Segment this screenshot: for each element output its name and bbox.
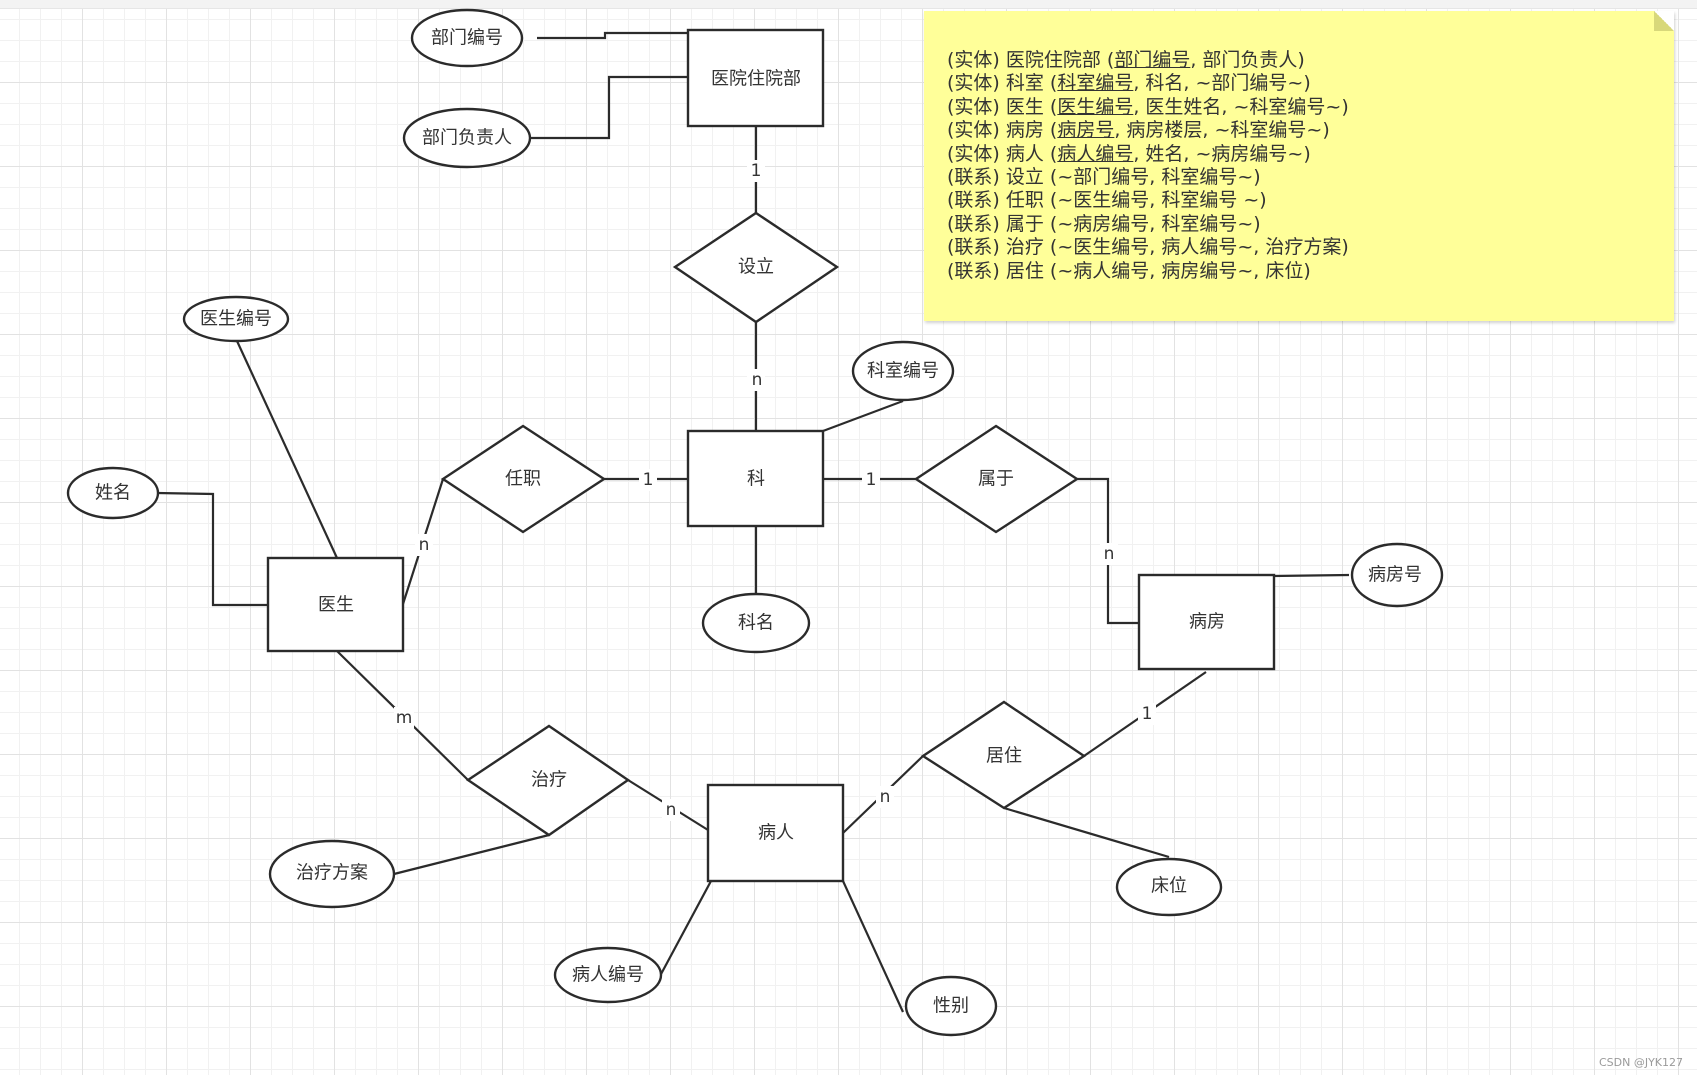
line-reside-bed: [1003, 806, 1170, 859]
note-line: (联系) 设立 (~部门编号, 科室编号~): [947, 166, 1261, 189]
entity-hospital-box[interactable]: [686, 28, 825, 128]
card-doctor-employ: n: [419, 535, 430, 555]
attr-dept-no-ellipse[interactable]: [410, 8, 524, 68]
note-line: (联系) 居住 (~病人编号, 病房编号~, 床位): [947, 259, 1311, 282]
attr-patient-no-ellipse[interactable]: [553, 946, 663, 1004]
attr-name-ellipse[interactable]: [66, 466, 160, 520]
card-patient-reside: n: [880, 787, 891, 807]
entity-department-label: 科: [747, 469, 765, 490]
line-dept-head: [530, 75, 688, 140]
schema-notes-list: (实体) 医院住院部 (部门编号, 部门负责人) (实体) 科室 (科室编号, …: [947, 49, 1349, 283]
entity-doctor-box[interactable]: [266, 556, 405, 653]
attr-gender-label: 性别: [933, 996, 969, 1017]
attr-doctor-no-label: 医生编号: [200, 309, 272, 330]
relationships: [440, 211, 1087, 837]
rel-setup-diamond[interactable]: [672, 211, 840, 324]
note-line: (联系) 属于 (~病房编号, 科室编号~): [947, 212, 1261, 235]
card-doctor-treat: m: [396, 708, 413, 728]
rel-employ-diamond[interactable]: [440, 424, 607, 534]
rel-treat-label: 治疗: [531, 770, 567, 791]
entities: [266, 28, 1276, 883]
attr-ward-no-ellipse[interactable]: [1350, 542, 1444, 608]
card-setup-dept: n: [752, 370, 763, 390]
entity-department-box[interactable]: [686, 429, 825, 528]
shape-labels: 医院住院部 科 医生 病房 病人 设立 任职 属于 治疗 居住 部门编号 部门负…: [95, 28, 1422, 1017]
attr-name-label: 姓名: [95, 483, 131, 504]
cardinality-labels: 1 n 1 n 1 n m n n 1: [394, 160, 1156, 821]
card-dept-belong: 1: [866, 470, 877, 490]
rel-belong-label: 属于: [978, 469, 1014, 490]
entity-patient-box[interactable]: [706, 783, 845, 883]
attr-plan-ellipse[interactable]: [268, 839, 396, 909]
attr-gender-ellipse[interactable]: [904, 975, 998, 1037]
line-doctor-no: [236, 340, 338, 559]
attr-dept-name-ellipse[interactable]: [701, 592, 811, 654]
line-room-no: [822, 399, 904, 433]
card-treat-patient: n: [666, 800, 677, 820]
attr-dept-head-ellipse[interactable]: [402, 107, 532, 169]
attr-dept-no-label: 部门编号: [431, 28, 503, 49]
note-line: (实体) 病人 (病人编号, 姓名, ~病房编号~): [947, 142, 1311, 165]
attr-patient-no-label: 病人编号: [572, 965, 644, 986]
sticky-note[interactable]: (实体) 医院住院部 (部门编号, 部门负责人) (实体) 科室 (科室编号, …: [924, 11, 1674, 321]
attr-doctor-no-ellipse[interactable]: [182, 295, 290, 343]
attr-plan-label: 治疗方案: [296, 863, 368, 884]
entity-ward-box[interactable]: [1137, 573, 1276, 671]
attr-bed-ellipse[interactable]: [1115, 857, 1223, 917]
note-line: (实体) 医院住院部 (部门编号, 部门负责人): [947, 49, 1305, 71]
rel-reside-label: 居住: [986, 746, 1022, 767]
note-line: (联系) 治疗 (~医生编号, 病人编号~, 治疗方案): [947, 236, 1349, 259]
attr-bed-label: 床位: [1151, 876, 1187, 897]
rel-employ-label: 任职: [505, 469, 541, 490]
line-dept-no: [537, 31, 688, 40]
attr-room-no-ellipse[interactable]: [851, 340, 955, 402]
note-line: (实体) 病房 (病房号, 病房楼层, ~科室编号~): [947, 119, 1330, 142]
line-ward-no: [1272, 573, 1350, 578]
attributes: [66, 8, 1444, 1037]
note-line: (实体) 医生 (医生编号, 医生姓名, ~科室编号~): [947, 95, 1349, 118]
rel-treat-diamond[interactable]: [465, 724, 631, 837]
entity-ward-label: 病房: [1189, 612, 1225, 633]
line-patient-gender: [841, 880, 905, 1013]
card-belong-ward: n: [1104, 544, 1115, 564]
line-patient-no: [659, 880, 712, 977]
rel-setup-label: 设立: [738, 257, 774, 278]
watermark: CSDN @JYK127: [1598, 1056, 1683, 1069]
entity-doctor-label: 医生: [318, 595, 354, 616]
line-treat-plan: [393, 833, 550, 876]
card-hospital-setup: 1: [751, 161, 762, 181]
note-line: (联系) 任职 (~医生编号, 科室编号 ~): [947, 189, 1267, 212]
rel-belong-diamond[interactable]: [913, 424, 1080, 534]
note-corner-fold: [1654, 11, 1674, 31]
note-line: (实体) 科室 (科室编号, 科名, ~部门编号~): [947, 72, 1311, 95]
line-doctor-name: [156, 491, 268, 607]
attr-room-no-label: 科室编号: [867, 361, 939, 382]
attr-dept-head-label: 部门负责人: [422, 128, 512, 149]
card-reside-ward: 1: [1142, 704, 1153, 724]
entity-patient-label: 病人: [758, 823, 794, 844]
card-employ-dept: 1: [643, 470, 654, 490]
top-toolbar-strip: [0, 0, 1697, 9]
rel-reside-diamond[interactable]: [920, 700, 1087, 810]
attr-dept-name-label: 科名: [738, 613, 774, 634]
entity-hospital-label: 医院住院部: [711, 69, 801, 90]
attr-ward-no-label: 病房号: [1368, 565, 1422, 586]
